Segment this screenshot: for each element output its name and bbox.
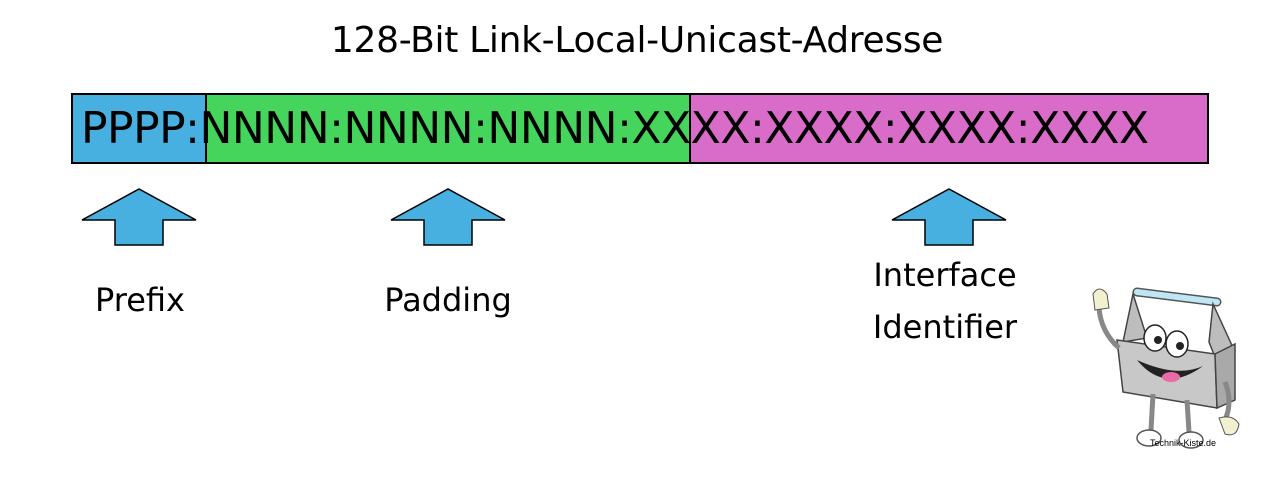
label-prefix: Prefix	[95, 281, 185, 319]
diagram-title: 128-Bit Link-Local-Unicast-Adresse	[330, 20, 944, 61]
segment-interface-identifier	[691, 95, 1207, 162]
toolbox-mascot-icon	[1092, 287, 1240, 449]
address-text: PPPP:NNNN:NNNN:NNNN:XXXX:XXXX:XXXX:XXXX	[81, 103, 1149, 154]
address-bar: PPPP:NNNN:NNNN:NNNN:XXXX:XXXX:XXXX:XXXX	[71, 93, 1209, 164]
segment-prefix	[73, 95, 207, 162]
segment-padding	[207, 95, 691, 162]
logo-text: Technik-Kiste.de	[1150, 438, 1217, 448]
label-interface-line1: Interface	[873, 256, 1017, 294]
arrow-up-icon	[390, 188, 506, 246]
label-interface-line2: Identifier	[872, 308, 1018, 346]
label-padding: Padding	[384, 281, 512, 319]
arrow-up-icon	[891, 188, 1007, 246]
arrow-up-icon	[81, 188, 197, 246]
